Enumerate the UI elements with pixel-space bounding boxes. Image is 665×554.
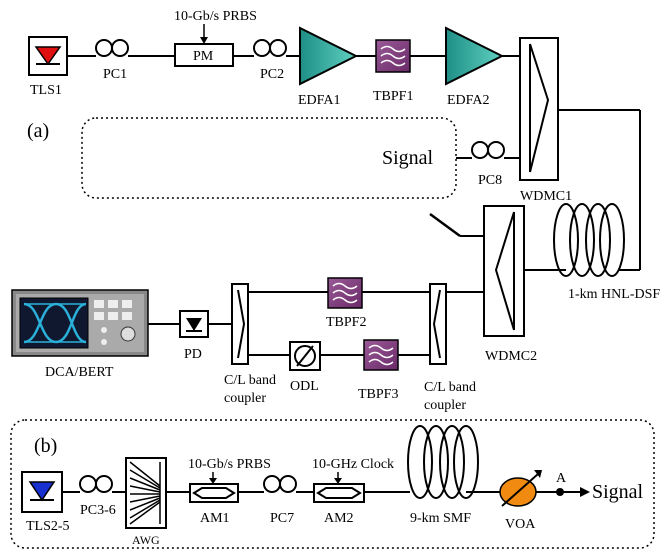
hnldsf-label: 1-km HNL-DSF xyxy=(568,287,660,302)
wdmc2-coupler-icon xyxy=(483,205,525,337)
pc8-label: PC8 xyxy=(478,173,502,188)
tls1-laser-icon xyxy=(28,36,68,76)
signal-label-a: Signal xyxy=(382,147,434,169)
tbpf3-label: TBPF3 xyxy=(358,387,398,402)
dca-bert-label: DCA/BERT xyxy=(45,365,114,380)
awg-label: AWG xyxy=(132,533,160,547)
point-a-label: A xyxy=(556,471,567,486)
am1-label: AM1 xyxy=(200,511,230,526)
point-a-marker xyxy=(556,488,564,496)
edfa2-amplifier-icon xyxy=(445,26,505,86)
pc2-label: PC2 xyxy=(260,67,284,82)
tbpf1-label: TBPF1 xyxy=(373,89,413,104)
prbs-label-a: 10-Gb/s PRBS xyxy=(174,9,257,24)
tbpf2-label: TBPF2 xyxy=(326,315,366,330)
tls2-5-laser-icon xyxy=(21,471,63,513)
smf-label: 9-km SMF xyxy=(410,511,471,526)
signal-source-box xyxy=(81,117,457,199)
tbpf2-filter-icon xyxy=(327,277,363,309)
clock-label: 10-GHz Clock xyxy=(312,457,394,472)
panel-b-tag: (b) xyxy=(34,435,57,457)
pc2-icon xyxy=(253,39,287,57)
hnldsf-fiber-coil-icon xyxy=(553,203,625,277)
cl-coupler-right-label-line2: coupler xyxy=(424,398,466,413)
pc7-icon xyxy=(263,475,297,493)
voa-attenuator-icon xyxy=(499,470,542,507)
edfa1-amplifier-icon xyxy=(299,26,359,86)
cl-coupler-left-label-line2: coupler xyxy=(224,391,266,406)
tls2-5-label: TLS2-5 xyxy=(26,519,70,534)
cl-coupler-right-icon xyxy=(429,283,447,365)
am1-modulator-icon xyxy=(189,483,239,503)
pc3-6-icon xyxy=(79,475,113,493)
smf-fiber-coil-icon xyxy=(407,425,479,499)
pd-label: PD xyxy=(184,347,202,362)
pd-photodiode-icon xyxy=(179,310,209,338)
odl-delay-line-icon xyxy=(289,341,321,371)
edfa2-label: EDFA2 xyxy=(447,93,490,108)
cl-coupler-left-icon xyxy=(231,283,249,365)
tbpf1-filter-icon xyxy=(375,39,411,73)
tls1-label: TLS1 xyxy=(30,83,62,98)
wdmc1-coupler-icon xyxy=(519,37,559,181)
output-arrow-icon xyxy=(580,487,590,497)
prbs-label-b: 10-Gb/s PRBS xyxy=(188,457,271,472)
signal-label-b: Signal xyxy=(592,481,644,503)
wdmc1-label: WDMC1 xyxy=(520,189,572,204)
panel-a-tag: (a) xyxy=(27,120,49,142)
dca-bert-instrument-icon xyxy=(11,289,149,357)
reflector-line xyxy=(429,212,461,238)
edfa1-label: EDFA1 xyxy=(298,93,341,108)
voa-label: VOA xyxy=(505,517,536,532)
pm-label: PM xyxy=(193,49,214,64)
pc1-label: PC1 xyxy=(103,67,127,82)
pc7-label: PC7 xyxy=(270,511,294,526)
odl-label: ODL xyxy=(290,379,319,394)
tbpf3-filter-icon xyxy=(363,339,399,371)
cl-coupler-left-label-line1: C/L band xyxy=(224,373,276,388)
am2-label: AM2 xyxy=(324,511,354,526)
panel-b-box xyxy=(10,419,655,549)
cl-coupler-right-label-line1: C/L band xyxy=(424,380,476,395)
pc8-icon xyxy=(471,141,505,159)
pc3-6-label: PC3-6 xyxy=(80,503,116,518)
am2-modulator-icon xyxy=(313,483,365,503)
pc1-icon xyxy=(95,39,129,57)
awg-icon xyxy=(125,457,167,529)
wdmc2-label: WDMC2 xyxy=(485,349,537,364)
